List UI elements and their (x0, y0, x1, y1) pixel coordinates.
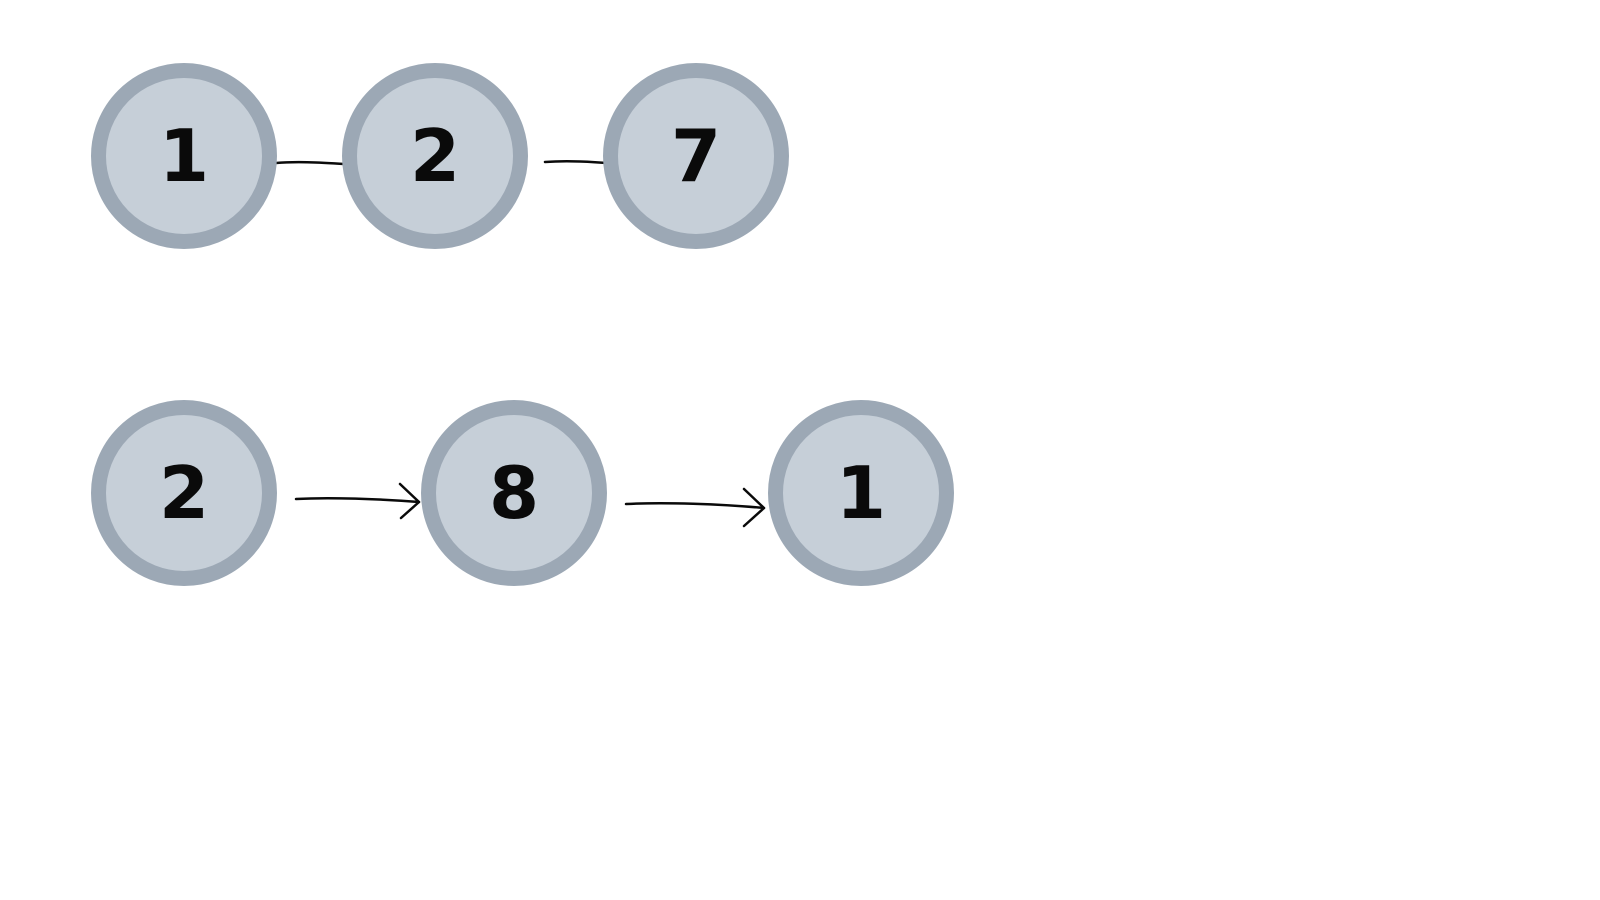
list2-node-2: 8 (421, 400, 607, 586)
list1-node-1: 1 (91, 63, 277, 249)
arrow-row2-2-to-8 (294, 482, 421, 520)
node-value: 1 (835, 451, 887, 535)
node-value: 1 (158, 114, 210, 198)
list1-node-2: 2 (342, 63, 528, 249)
list2-node-1: 2 (91, 400, 277, 586)
arrow-row2-8-to-1 (624, 487, 766, 528)
node-value: 8 (488, 451, 540, 535)
node-value: 2 (158, 451, 210, 535)
list2-node-3: 1 (768, 400, 954, 586)
node-value: 2 (409, 114, 461, 198)
list1-node-3: 7 (603, 63, 789, 249)
node-value: 7 (670, 114, 722, 198)
